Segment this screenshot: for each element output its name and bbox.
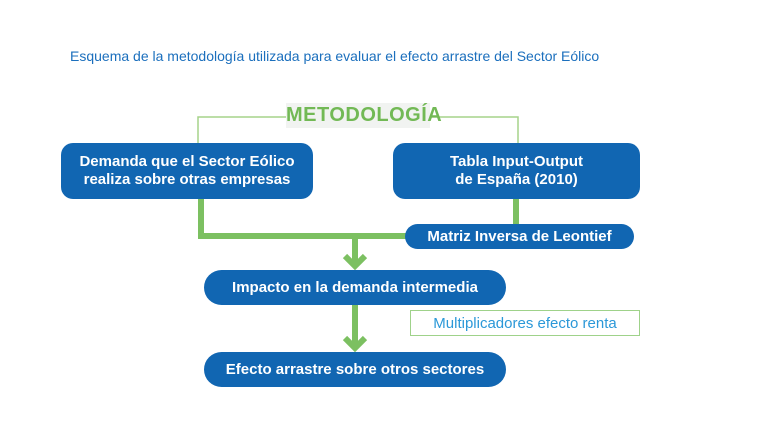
table-line-2: de España (2010) [455, 171, 578, 188]
demand-connector [198, 199, 410, 239]
multipliers-box: Multiplicadores efecto renta [410, 310, 640, 336]
methodology-label: METODOLOGÍA [286, 103, 443, 128]
demand-line-2: realiza sobre otras empresas [83, 171, 291, 188]
impact-box: Impacto en la demanda intermedia [204, 270, 506, 305]
arrow-head-2 [342, 335, 368, 353]
leontief-box: Matriz Inversa de Leontief [405, 224, 634, 249]
table-line-1: Tabla Input-Output [449, 153, 584, 170]
demand-line-1: Demanda que el Sector Eólico [79, 153, 295, 170]
drag-effect-box: Efecto arrastre sobre otros sectores [204, 352, 506, 387]
methodology-bracket [197, 116, 286, 143]
methodology-bracket-right [430, 116, 519, 143]
arrow-head-1 [342, 253, 368, 271]
diagram-title: Esquema de la metodología utilizada para… [70, 48, 600, 64]
